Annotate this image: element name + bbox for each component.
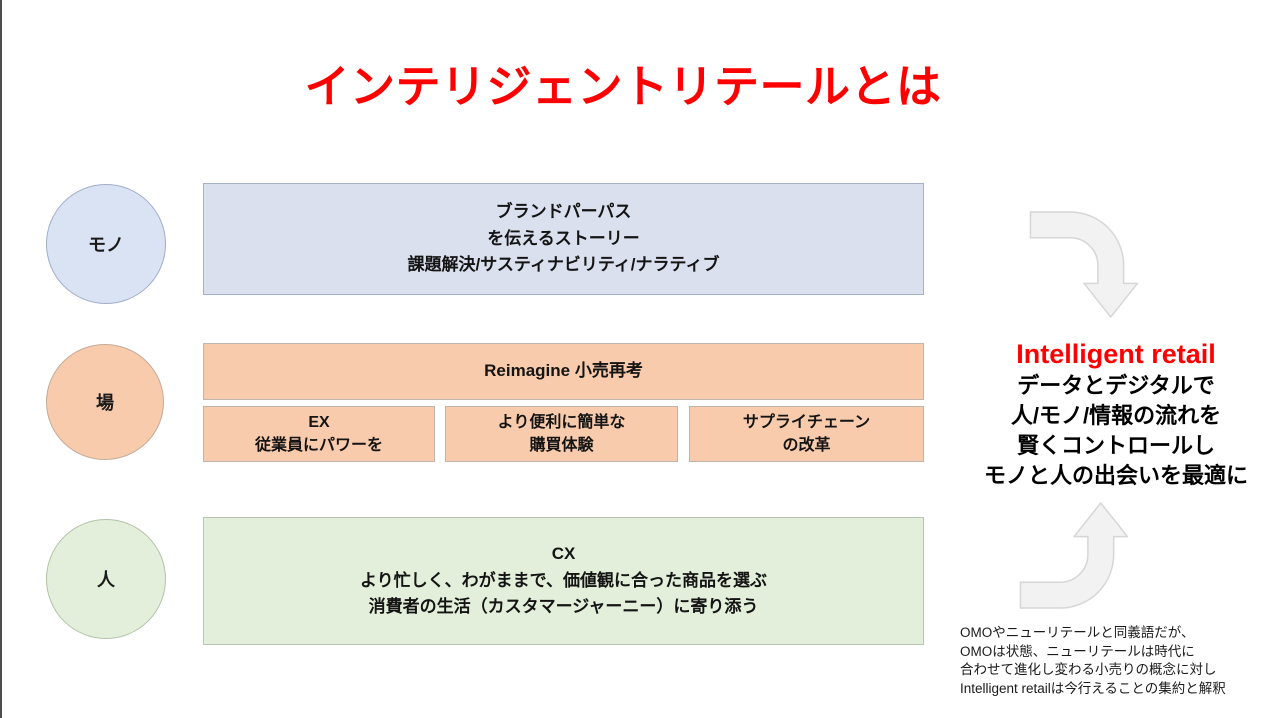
box-supply-chain-line: の改革: [782, 437, 831, 454]
curved-arrow-up-icon: [1018, 500, 1130, 614]
box-reimagine: Reimagine 小売再考: [203, 343, 924, 400]
curved-arrow-down-icon: [1028, 206, 1140, 320]
box-cx-line: より忙しく、わがままで、価値観に合った商品を選ぶ: [360, 570, 767, 590]
footnote-line: OMOやニューリテールと同義語だが、: [960, 625, 1195, 640]
box-supply-chain: サプライチェーン の改革: [689, 406, 924, 462]
circle-ba-label: 場: [96, 393, 114, 413]
intelligent-retail-line: 人/モノ/情報の流れを: [1010, 403, 1222, 428]
box-cx-line: 消費者の生活（カスタマージャーニー）に寄り添う: [368, 597, 759, 617]
circle-ba: 場: [46, 344, 164, 460]
intelligent-retail-heading: Intelligent retail: [1016, 339, 1216, 369]
box-ex-line: EX: [308, 413, 330, 431]
box-brand-purpose: ブランドパーパス を伝えるストーリー 課題解決/サスティナビリティ/ナラティブ: [203, 183, 924, 295]
box-purchase-experience: より便利に簡単な 購買体験: [445, 406, 678, 462]
box-ex-line: 従業員にパワーを: [254, 437, 383, 454]
box-cx-line: CX: [551, 544, 576, 564]
intelligent-retail-block: Intelligent retail データとデジタルで 人/モノ/情報の流れを…: [965, 337, 1267, 491]
circle-hito: 人: [46, 519, 166, 639]
box-purchase-experience-line: より便利に簡単な: [497, 413, 626, 431]
footnote-line: Intelligent retailは今行えることの集約と解釈: [960, 680, 1226, 696]
box-cx: CX より忙しく、わがままで、価値観に合った商品を選ぶ 消費者の生活（カスタマー…: [203, 517, 924, 645]
circle-mono: モノ: [46, 184, 166, 304]
circle-hito-label: 人: [97, 570, 115, 590]
box-supply-chain-line: サプライチェーン: [742, 413, 871, 431]
footnote-line: OMOは状態、ニューリテールは時代に: [960, 643, 1195, 659]
intelligent-retail-line: モノと人の出会いを最適に: [983, 463, 1248, 488]
intelligent-retail-line: データとデジタルで: [1017, 373, 1215, 398]
footnote: OMOやニューリテールと同義語だが、 OMOは状態、ニューリテールは時代に 合わ…: [960, 624, 1260, 698]
box-purchase-experience-line: 購買体験: [529, 437, 594, 454]
box-reimagine-label: Reimagine 小売再考: [484, 361, 643, 381]
box-ex: EX 従業員にパワーを: [203, 406, 435, 462]
box-brand-purpose-line: 課題解決/サスティナビリティ/ナラティブ: [407, 255, 720, 275]
page-title: インテリジェントリテールとは: [304, 61, 942, 112]
circle-mono-label: モノ: [88, 235, 124, 255]
box-brand-purpose-line: ブランドパーパス: [495, 202, 632, 222]
box-brand-purpose-line: を伝えるストーリー: [487, 228, 640, 248]
intelligent-retail-line: 賢くコントロールし: [1016, 433, 1215, 458]
footnote-line: 合わせて進化し変わる小売りの概念に対し: [960, 662, 1217, 677]
